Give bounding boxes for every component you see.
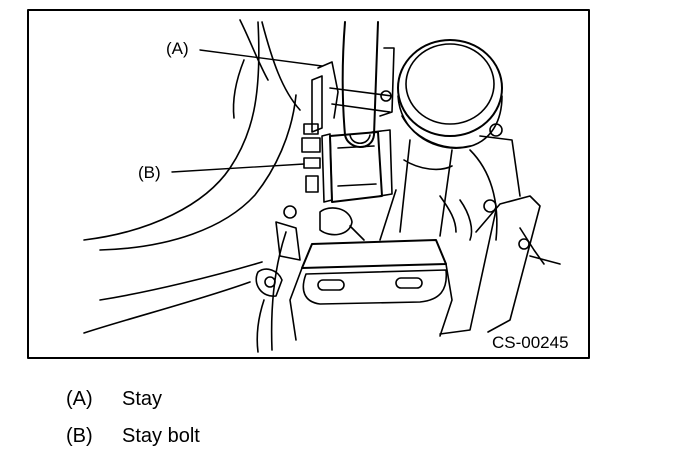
legend-text: Stay bolt [122, 425, 200, 447]
legend: (A) Stay (B) Stay bolt [66, 384, 666, 458]
callout-a-label: (A) [166, 39, 189, 58]
callout-a-leader [199, 49, 323, 67]
engine-drawing [83, 19, 561, 353]
callout-b-label: (B) [138, 163, 161, 182]
callout-b-leader [171, 163, 305, 173]
legend-key: (A) [66, 388, 93, 410]
legend-item-a: (A) Stay [66, 384, 666, 421]
figure-code: CS-00245 [492, 333, 569, 352]
engine-illustration: (A) (B) CS-00245 [27, 9, 590, 359]
legend-key: (B) [66, 425, 93, 447]
figure-frame [27, 9, 590, 359]
legend-item-b: (B) Stay bolt [66, 421, 666, 458]
legend-text: Stay [122, 388, 163, 410]
